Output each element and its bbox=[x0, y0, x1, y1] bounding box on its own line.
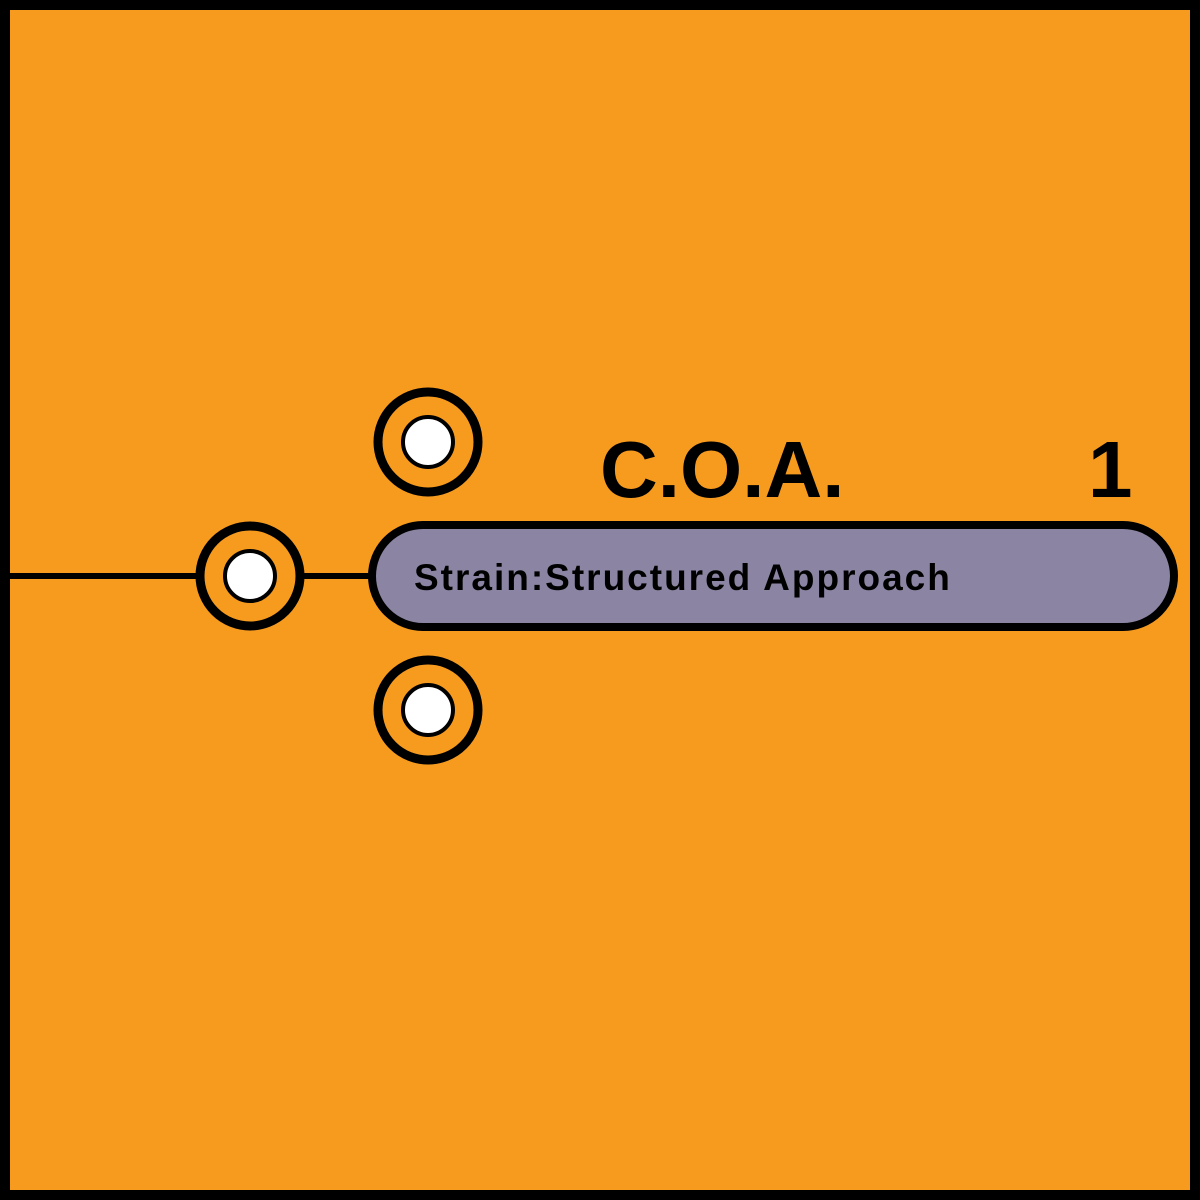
title-pill bbox=[368, 521, 1178, 631]
node-circle-left bbox=[195, 521, 305, 631]
node-circle-bottom bbox=[373, 655, 483, 765]
release-title: Strain:Structured Approach bbox=[414, 557, 952, 598]
release-number: 1 bbox=[1088, 425, 1133, 514]
artist-name: C.O.A. bbox=[600, 425, 845, 514]
node-circle-top bbox=[373, 387, 483, 497]
